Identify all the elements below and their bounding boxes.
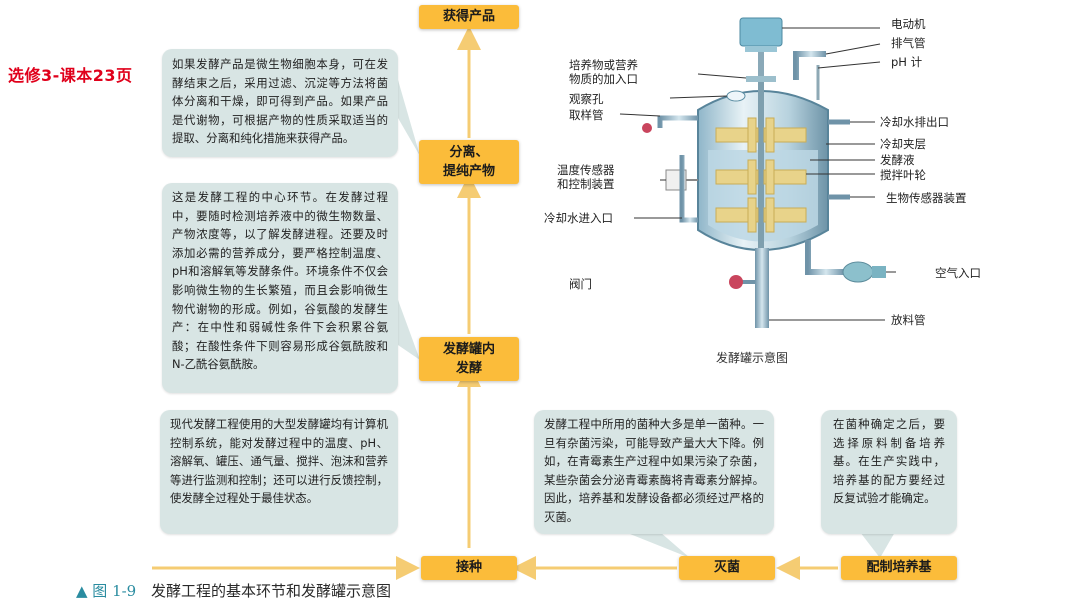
label-impeller: 搅拌叶轮 bbox=[880, 168, 926, 182]
label-valve: 阀门 bbox=[569, 277, 592, 291]
figure-caption-text: 发酵工程的基本环节和发酵罐示意图 bbox=[151, 582, 392, 600]
desc-separate: 如果发酵产品是微生物细胞本身，可在发酵结束之后，采用过滤、沉淀等方法将菌体分离和… bbox=[162, 49, 398, 157]
desc-medium: 在菌种确定之后，要选择原料制备培养基。在生产实践中，培养基的配方要经过反复试验才… bbox=[821, 410, 957, 534]
label-feed-inlet: 培养物或营养 物质的加入口 bbox=[569, 58, 638, 86]
page-reference-note: 选修3-课本23页 bbox=[8, 66, 133, 85]
label-bio-sensor: 生物传感器装置 bbox=[886, 191, 967, 205]
figure-caption: ▲ 图 1-9 发酵工程的基本环节和发酵罐示意图 bbox=[76, 580, 391, 601]
fermenter-illustration bbox=[619, 17, 896, 328]
desc-sterilize: 发酵工程中所用的菌种大多是单一菌种。一旦有杂菌污染，可能导致产量大大下降。例如，… bbox=[534, 410, 774, 534]
valve-icon bbox=[729, 275, 743, 289]
step-sterilize: 灭菌 bbox=[679, 556, 775, 580]
label-motor: 电动机 bbox=[891, 17, 926, 31]
step-separate: 分离、 提纯产物 bbox=[419, 140, 519, 184]
label-discharge-pipe: 放料管 bbox=[891, 313, 926, 327]
step-product: 获得产品 bbox=[419, 5, 519, 29]
impeller-icon bbox=[715, 117, 807, 233]
step-ferment: 发酵罐内 发酵 bbox=[419, 337, 519, 381]
figure-number: ▲ 图 1-9 bbox=[76, 582, 137, 600]
label-observation-window: 观察孔 bbox=[569, 92, 604, 106]
label-cooling-inlet: 冷却水进入口 bbox=[544, 211, 613, 225]
label-exhaust: 排气管 bbox=[891, 36, 926, 50]
diagram-title: 发酵罐示意图 bbox=[716, 351, 789, 365]
callout-pointer-medium bbox=[860, 532, 895, 558]
label-ph-meter: pH 计 bbox=[891, 55, 923, 69]
label-cooling-outlet: 冷却水排出口 bbox=[880, 115, 949, 129]
label-sampling-pipe: 取样管 bbox=[569, 108, 604, 122]
callout-pointer-ferment bbox=[398, 300, 420, 360]
step-inoculate: 接种 bbox=[421, 556, 517, 580]
callout-pointer-separate bbox=[398, 80, 420, 156]
label-fermentation-liquid: 发酵液 bbox=[880, 153, 915, 167]
desc-control: 现代发酵工程使用的大型发酵罐均有计算机控制系统，能对发酵过程中的温度、pH、溶解… bbox=[160, 410, 398, 534]
desc-ferment: 这是发酵工程的中心环节。在发酵过程中，要随时检测培养液中的微生物数量、产物浓度等… bbox=[162, 183, 398, 393]
label-air-inlet: 空气入口 bbox=[935, 266, 981, 280]
callout-pointer-sterilize bbox=[625, 532, 690, 558]
label-temperature-sensor: 温度传感器 和控制装置 bbox=[557, 163, 615, 191]
label-cooling-jacket: 冷却夹层 bbox=[880, 137, 926, 151]
motor-icon bbox=[739, 17, 783, 47]
step-medium: 配制培养基 bbox=[841, 556, 957, 580]
